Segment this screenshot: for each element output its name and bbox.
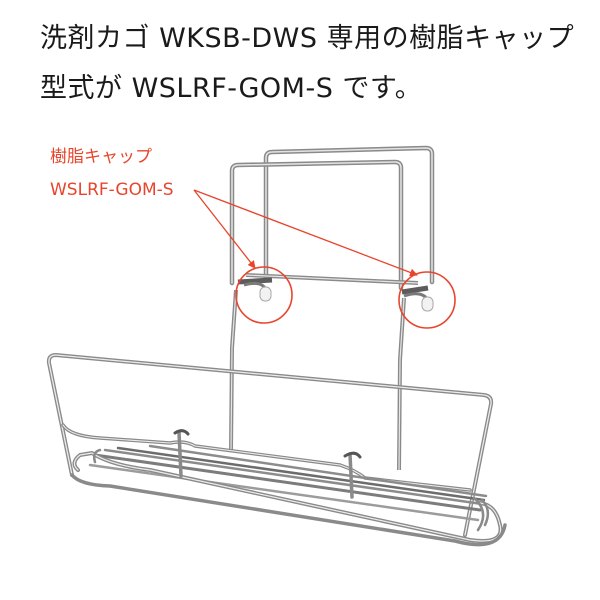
headline-line-1: 洗剤カゴ WKSB-DWS 専用の樹脂キャップ (40, 23, 575, 54)
support-legs (229, 289, 406, 471)
cross-bar (237, 273, 429, 295)
callout-label-jp: 樹脂キャップ (50, 147, 152, 167)
back-upper-frame (263, 145, 435, 285)
front-upper-frame (229, 159, 404, 291)
highlight-circle-right (398, 271, 456, 329)
basket (46, 353, 507, 547)
callout-arrows (193, 189, 418, 277)
highlight-circle-left (235, 266, 293, 324)
resin-cap-right (421, 296, 434, 312)
callout-label-code: WSLRF-GOM-S (50, 180, 174, 200)
headline-line-2: 型式が WSLRF-GOM-S です。 (40, 73, 423, 104)
resin-cap-left (259, 286, 272, 302)
